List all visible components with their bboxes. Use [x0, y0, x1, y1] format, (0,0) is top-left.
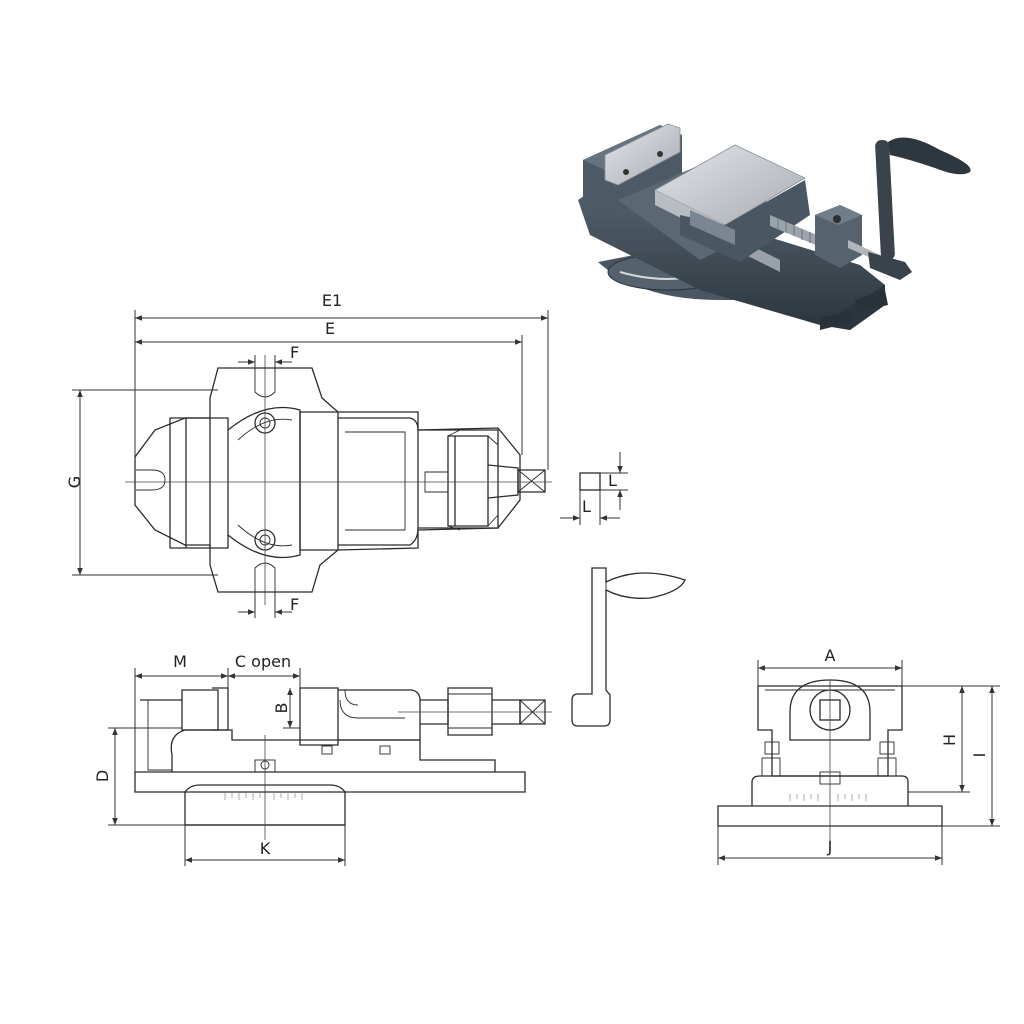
dim-label-K: K [260, 839, 271, 858]
dim-label-H: H [940, 734, 959, 746]
dim-label-E1: E1 [322, 291, 342, 310]
handle-detail [571, 567, 686, 727]
front-view: M C open B D K [93, 652, 552, 866]
dim-label-L-horizontal: L [582, 497, 591, 516]
dim-label-E: E [325, 319, 335, 338]
dim-label-A: A [825, 646, 836, 665]
side-view: A H I J [717, 646, 1000, 865]
dim-label-G: G [65, 476, 84, 488]
dim-label-C-open: C open [235, 652, 291, 671]
dim-label-F-top: F [290, 343, 299, 362]
dim-label-B: B [272, 703, 291, 714]
dim-label-D: D [93, 770, 112, 782]
dim-label-J: J [827, 837, 833, 856]
dim-label-F-bottom: F [290, 595, 299, 614]
product-photo [578, 123, 971, 330]
dim-label-M: M [173, 652, 187, 671]
top-view: E1 E F F G [65, 291, 552, 618]
dim-label-L-vertical: L [608, 471, 617, 490]
dim-label-I: I [970, 753, 989, 758]
square-drive-detail: L L [560, 452, 628, 525]
